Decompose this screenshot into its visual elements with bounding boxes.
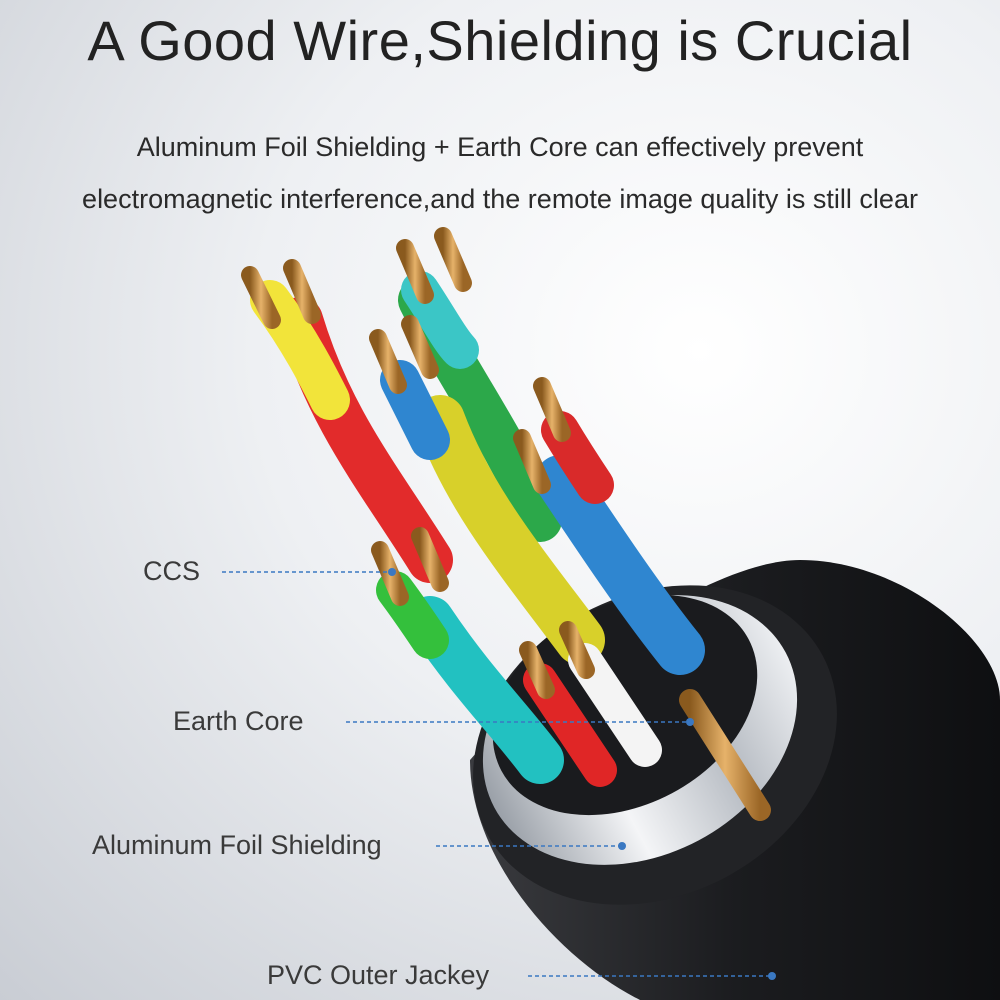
callout-dot-earth-core	[686, 718, 694, 726]
label-earth-core: Earth Core	[173, 706, 304, 736]
callout-dot-ccs	[388, 568, 396, 576]
label-pvc-jacket: PVC Outer Jackey	[267, 960, 490, 990]
callout-dot-foil	[618, 842, 626, 850]
callout-dot-jacket	[768, 972, 776, 980]
subtitle-line-1: Aluminum Foil Shielding + Earth Core can…	[136, 132, 864, 162]
subtitle-line-2: electromagnetic interference,and the rem…	[82, 184, 918, 214]
label-ccs: CCS	[143, 556, 201, 586]
label-aluminum-foil: Aluminum Foil Shielding	[92, 830, 382, 860]
page-title: A Good Wire,Shielding is Crucial	[87, 9, 913, 72]
copper-conductors	[241, 227, 771, 821]
